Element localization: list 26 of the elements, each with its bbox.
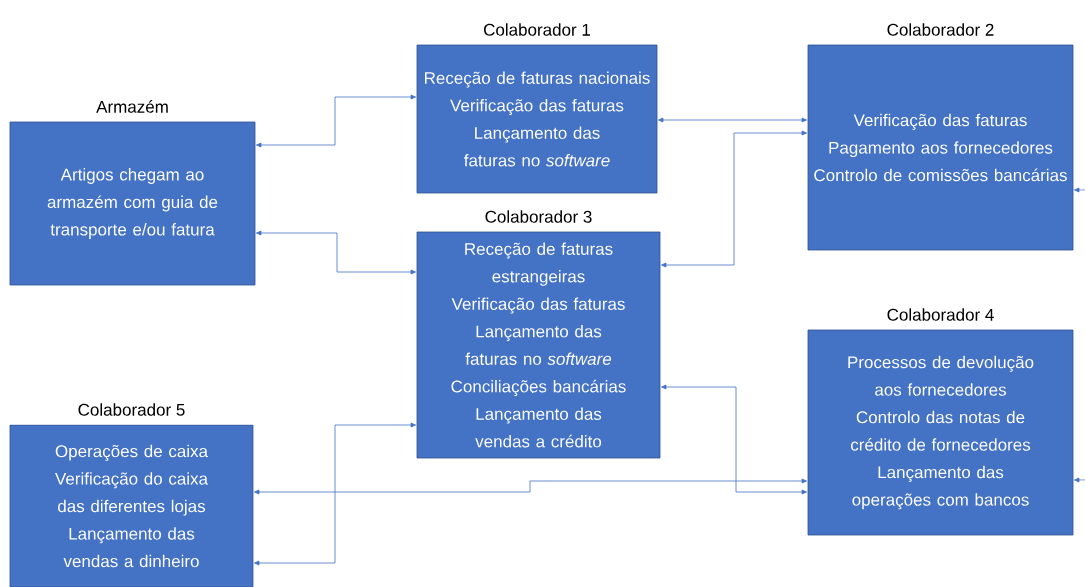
- process-box: Receção de faturas nacionais Verificação das faturas Lançamento das faturas no software: [416, 44, 658, 194]
- process-box: Processos de devolução aos fornecedores Controlo das notas de crédito de fornecedores Lançamento das operações com bancos: [807, 329, 1074, 536]
- node-label: Lançamento das faturas no software: [465, 325, 612, 365]
- box-heading: Colaborador 2: [887, 23, 994, 36]
- arrow: [658, 117, 807, 123]
- arrow: [661, 384, 807, 495]
- box-heading: Colaborador 1: [484, 23, 590, 36]
- process-box: Artigos chegam ao armazém com guia de transporte e/ou fatura: [9, 121, 256, 286]
- box-heading: Armazém: [96, 100, 168, 113]
- arrow: [661, 130, 807, 268]
- arrow: [1074, 477, 1085, 483]
- arrow: [254, 478, 807, 495]
- process-box: Receção de faturas estrangeiras Verificação das faturas Lançamento das faturas no software Conciliações bancárias Lançamento das vendas a crédito: [416, 231, 661, 459]
- node-label: Conciliações bancárias: [451, 379, 626, 396]
- box-heading: Colaborador 3: [485, 210, 592, 223]
- process-box: Verificação das faturas Pagamento aos fornecedores Controlo de comissões bancárias: [807, 44, 1074, 251]
- process-box: Operações de caixa Verificação do caixa das diferentes lojas Lançamento das vendas a dinheiro: [9, 424, 254, 587]
- arrow: [256, 230, 416, 275]
- arrow: [254, 422, 416, 566]
- arrow: [256, 94, 416, 148]
- box-heading: Colaborador 4: [887, 308, 994, 321]
- node-label: Receção de faturas estrangeiras: [465, 242, 613, 286]
- arrow: [1074, 187, 1085, 193]
- node-label: Verificação das faturas: [451, 297, 625, 314]
- box-heading: Colaborador 5: [78, 403, 185, 416]
- node-label: Lançamento das vendas a crédito: [475, 407, 602, 448]
